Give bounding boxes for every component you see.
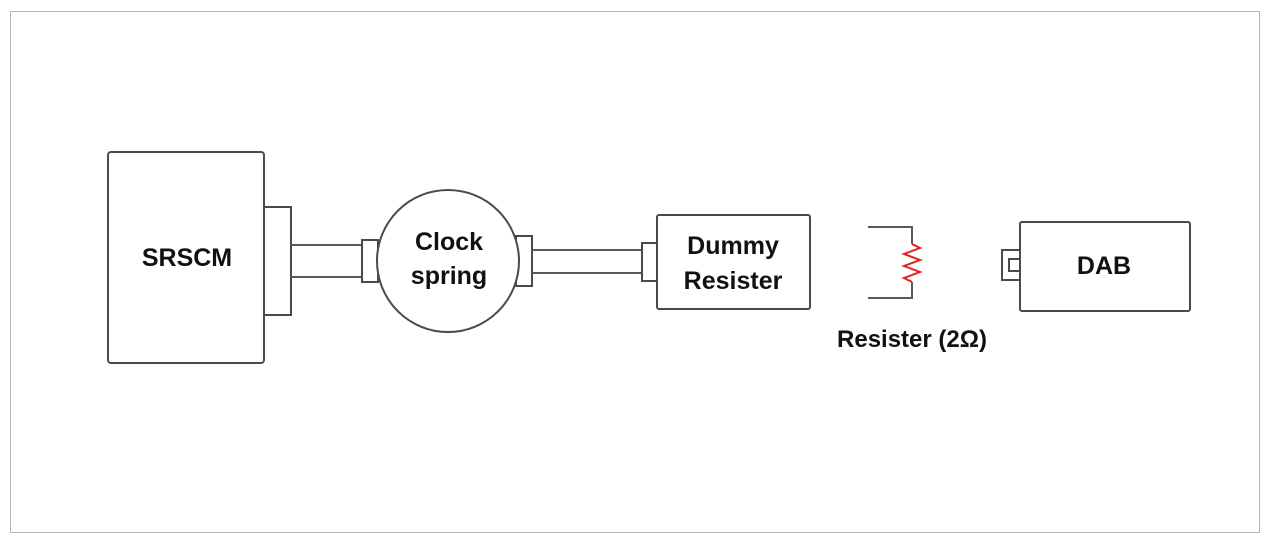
clock-spring-left-connector <box>361 239 379 283</box>
dummy-resister-unit: Dummy Resister <box>641 214 811 310</box>
dummy-resister-connector <box>641 242 658 282</box>
dummy-resister-label-line2: Resister <box>684 267 783 295</box>
dummy-resister-label-line1: Dummy <box>687 232 779 260</box>
resister-zigzag <box>901 243 923 283</box>
srscm-connector <box>263 206 292 316</box>
clock-spring-label-line2: spring <box>411 262 487 290</box>
clock-spring-circle <box>376 189 520 333</box>
srscm-unit: SRSCM <box>107 151 292 364</box>
resister-top-lead <box>868 226 913 244</box>
dab-label: DAB <box>1077 252 1131 280</box>
resister-symbol: Resister (2Ω) <box>837 226 987 353</box>
harness-clockspring-dummy <box>532 249 642 274</box>
clock-spring-unit: Clock spring <box>361 189 533 333</box>
dab-unit: DAB <box>1001 221 1191 312</box>
harness-srscm-clockspring <box>291 244 362 278</box>
resister-bottom-lead <box>868 282 913 299</box>
clock-spring-label-line1: Clock <box>415 228 483 256</box>
resister-label: Resister (2Ω) <box>837 326 987 353</box>
dummy-resister-box <box>656 214 811 310</box>
srscm-label: SRSCM <box>142 244 232 272</box>
dab-box <box>1019 221 1191 312</box>
dab-connector-inner <box>1008 258 1021 272</box>
